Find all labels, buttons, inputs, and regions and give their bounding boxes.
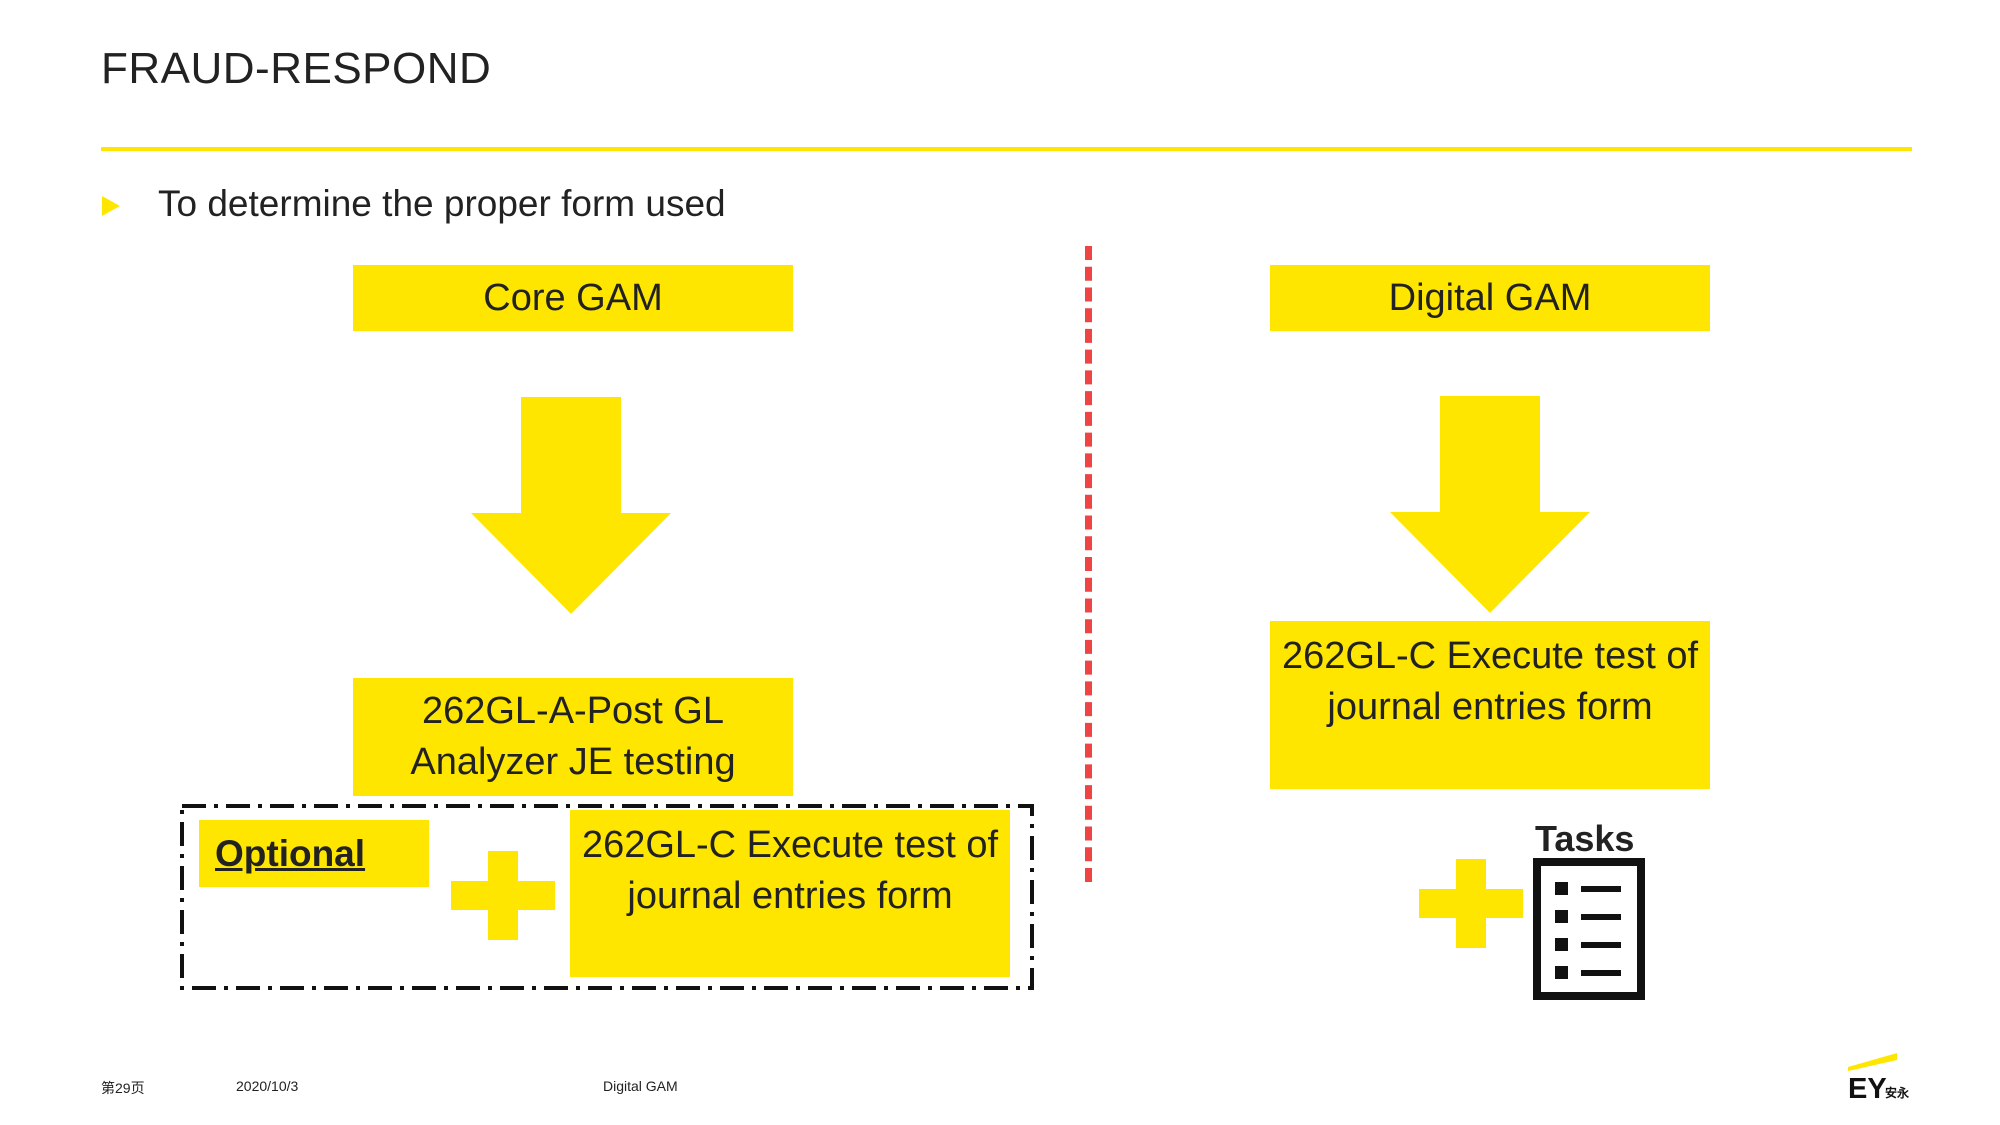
digital-gam-label: Digital GAM [1388, 276, 1592, 319]
digital-form-label: 262GL-C Execute test of journal entries … [1281, 635, 1699, 728]
slide-title: FRAUD-RESPOND [101, 44, 492, 93]
tasks-label: Tasks [1535, 818, 1635, 859]
optional-form-box: 262GL-C Execute test of journal entries … [570, 810, 1010, 977]
plus-icon [451, 851, 555, 940]
task-list-icon [1533, 858, 1645, 1000]
plus-icon [1419, 859, 1523, 948]
digital-gam-box: Digital GAM [1270, 265, 1710, 331]
down-arrow-icon [471, 397, 671, 614]
bullet-arrow-icon [102, 196, 120, 216]
footer-page-number: 第29页 [101, 1080, 145, 1096]
down-arrow-icon [1390, 396, 1590, 613]
title-rule [101, 147, 1912, 151]
optional-frame [180, 804, 1034, 990]
footer-date: 2020/10/3 [236, 1078, 299, 1094]
core-gam-box: Core GAM [353, 265, 793, 331]
optional-label: Optional [199, 820, 429, 887]
footer-section: Digital GAM [603, 1078, 678, 1094]
post-gl-analyzer-box: 262GL-A-Post GL Analyzer JE testing [353, 678, 793, 796]
bullet-text: To determine the proper form used [158, 183, 726, 224]
ey-logo: EY 安永 [1848, 1053, 1909, 1101]
optional-form-label: 262GL-C Execute test of journal entries … [581, 824, 999, 917]
column-divider [1085, 246, 1092, 882]
ey-logo-subtext: 安永 [1885, 1085, 1909, 1100]
ey-logo-text: EY [1848, 1073, 1887, 1101]
post-gl-analyzer-label: 262GL-A-Post GL Analyzer JE testing [410, 690, 736, 783]
digital-form-box: 262GL-C Execute test of journal entries … [1270, 621, 1710, 789]
core-gam-label: Core GAM [483, 276, 663, 319]
